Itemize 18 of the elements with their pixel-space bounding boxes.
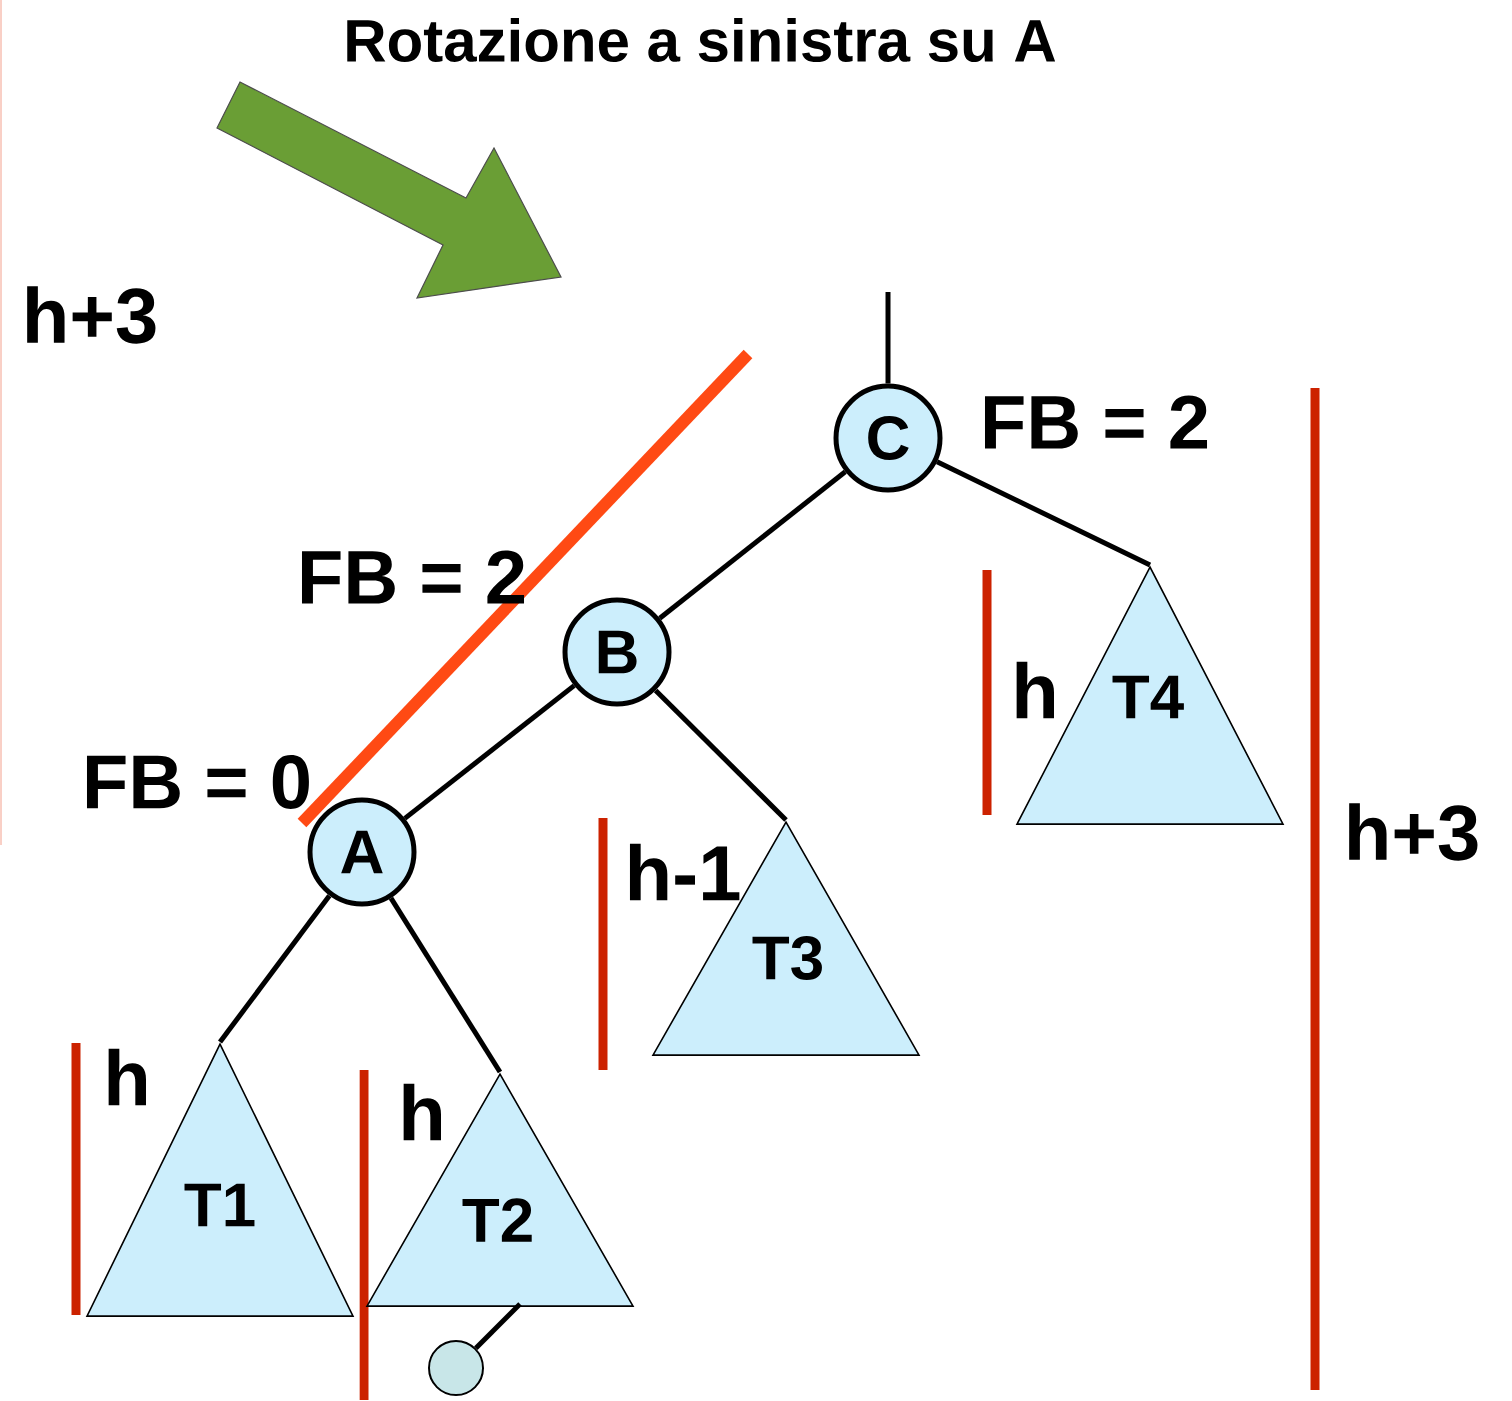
tree-edge [403,683,576,821]
tree-edge [653,688,788,822]
tree-edge [658,469,847,621]
tree-edge [885,292,891,384]
height-label: h+3 [1349,803,1478,861]
balance-factor-label: FB = 2 [302,550,524,604]
height-label: h+3 [27,286,156,344]
small-node-circle [428,1340,484,1396]
tree-edge [474,1302,522,1350]
tree-edge [388,896,503,1074]
height-label: h [108,1048,146,1106]
tree-edge [218,894,332,1044]
tree-edge [935,459,1152,568]
height-label: h [403,1083,441,1141]
balance-factor-label: FB = 2 [985,395,1207,449]
title: Rotazione a sinistra su A [347,17,1056,63]
height-label: h [1016,661,1054,719]
balance-factor-label: FB = 0 [87,755,309,809]
